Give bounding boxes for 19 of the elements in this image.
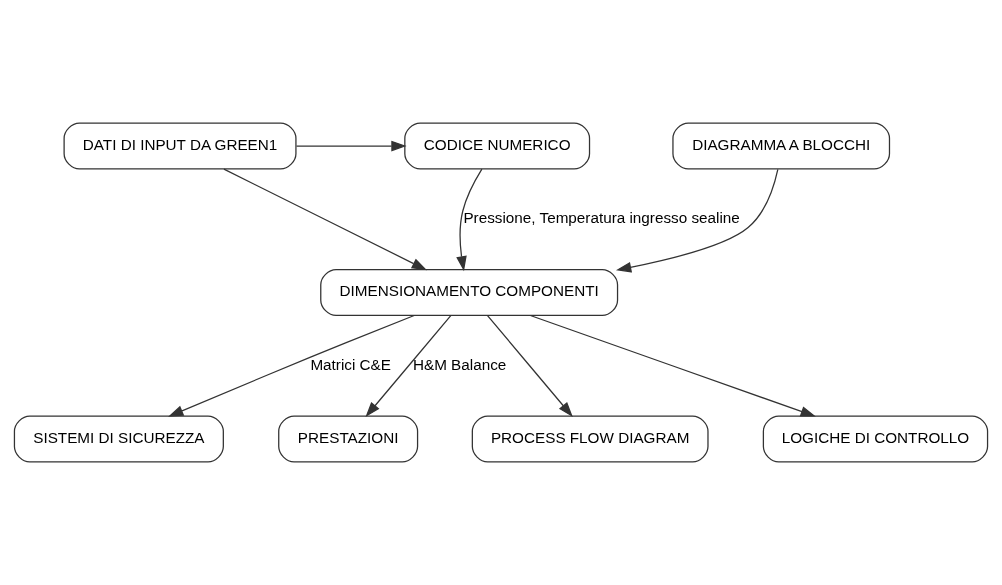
node-box: CODICE NUMERICO [404,122,591,170]
edge-label: Pressione, Temperatura ingresso sealine [463,209,740,227]
arrow [168,314,415,417]
node-box: SISTEMI DI SICUREZZA [13,415,224,463]
arrow [456,168,483,272]
arrow [616,168,779,273]
arrow [295,140,407,152]
node-box: PROCESS FLOW DIAGRAM [471,415,709,463]
arrow [486,315,573,418]
edge-label: H&M Balance [412,355,507,373]
node-box: DIMENSIONAMENTO COMPONENTI [320,268,619,317]
arrow [365,315,452,418]
node-box: PRESTAZIONI [278,415,419,463]
arrow [529,314,816,417]
edge-label: Matrici C&E [310,355,391,373]
node-box: DATI DI INPUT DA GREEN1 [63,122,297,170]
node-box: LOGICHE DI CONTROLLO [762,415,989,463]
arrow [223,168,428,271]
node-box: DIAGRAMMA A BLOCCHI [672,122,891,170]
